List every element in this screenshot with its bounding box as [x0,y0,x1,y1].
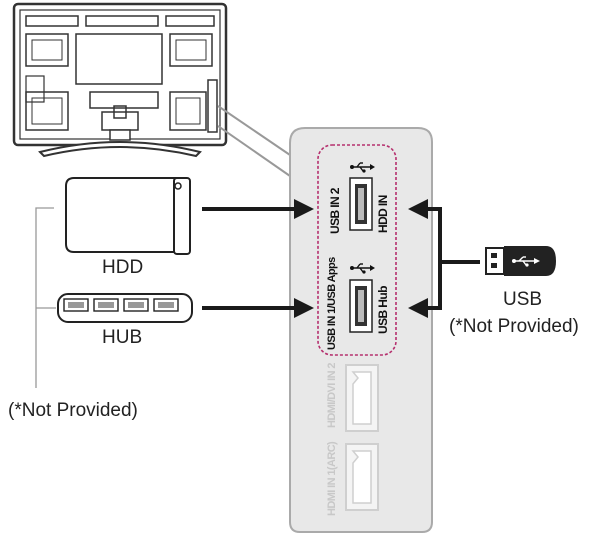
tv-rear-illustration [12,2,228,158]
usb-label: USB [503,289,543,310]
usb-in2-port [349,177,373,231]
usb-symbol-icon [350,162,375,173]
hdd-in-port-label: HDD IN [376,195,390,233]
hdd-device-icon [65,177,191,255]
hdmi-in1-arc-port [345,443,379,511]
left-not-provided-note: (*Not Provided) [8,400,138,421]
usb-not-provided-note: (*Not Provided) [449,316,579,337]
hdmi-dvi-in2-port-label: HDMI/DVI IN 2 [326,363,338,428]
hdd-label: HDD [102,257,144,278]
usb-ports-highlight [317,144,397,356]
zoom-line-bottom [217,125,291,177]
usb-in1-apps-port-label: USB IN 1/USB Apps [326,257,338,350]
hub-label: HUB [102,327,143,348]
hdmi-in1-arc-port-label: HDMI IN 1(ARC) [326,441,338,516]
usb-stick-icon [485,246,556,276]
usb-symbol-icon [350,263,375,274]
usb-in1-port [349,279,373,333]
hub-device-icon [57,293,193,323]
usb-hub-port-label: USB Hub [376,286,390,334]
zoom-line-top [217,105,291,156]
usb-in2-port-label: USB IN 2 [328,188,342,234]
not-provided-bracket [35,207,54,388]
hdmi-dvi-in2-port [345,364,379,432]
